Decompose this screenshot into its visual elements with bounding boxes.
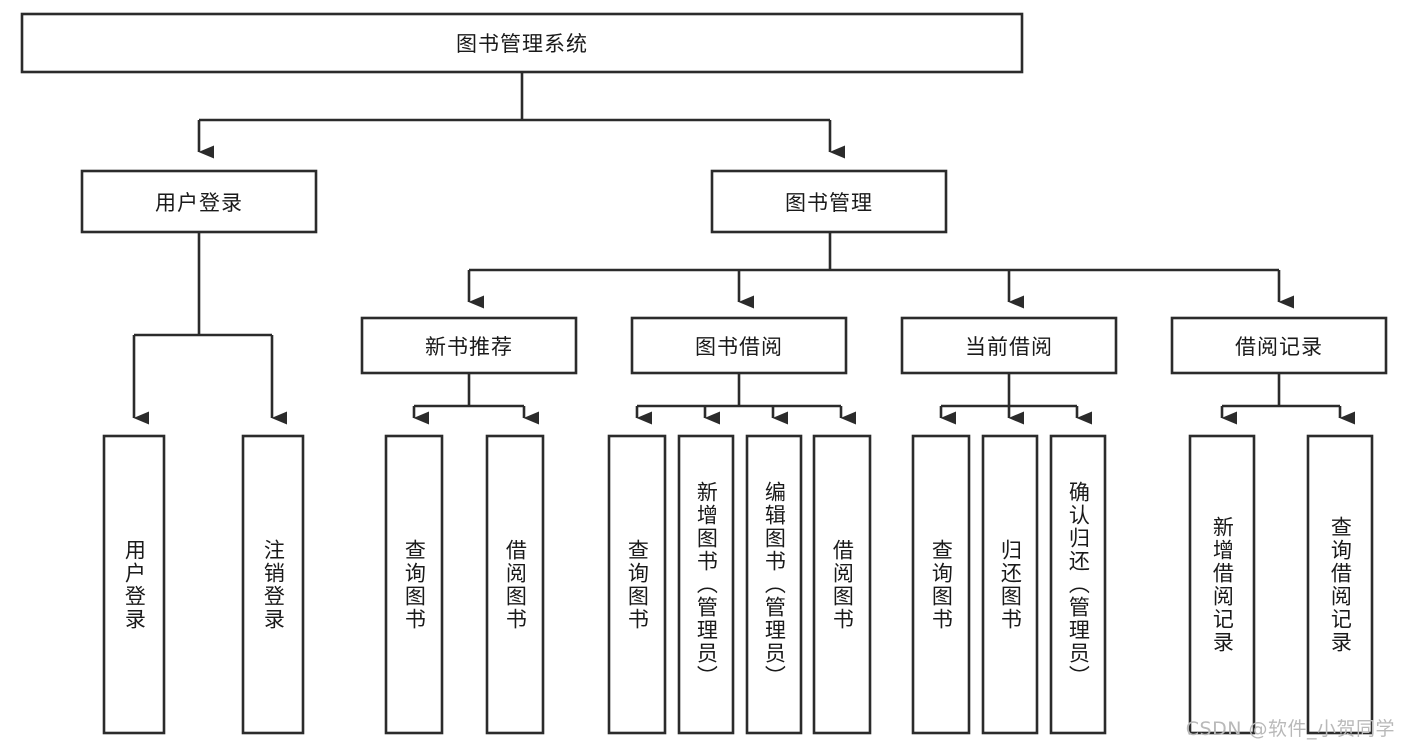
leaf-box-add-borrow-record[interactable] xyxy=(1188,434,1256,735)
node-borrow-record[interactable] xyxy=(1170,316,1388,375)
leaf-box-user-login[interactable] xyxy=(102,434,166,735)
leaf-box-borrow-book-1[interactable] xyxy=(485,434,545,735)
node-book-manage[interactable] xyxy=(710,169,948,234)
leaf-box-confirm-return-admin[interactable] xyxy=(1049,434,1107,735)
leaf-box-query-book-2[interactable] xyxy=(607,434,667,735)
node-root-system[interactable] xyxy=(20,12,1024,74)
leaf-box-edit-book-admin[interactable] xyxy=(745,434,803,735)
leaf-box-borrow-book-2[interactable] xyxy=(812,434,872,735)
watermark-text: CSDN @软件_小贺同学 xyxy=(1185,718,1395,740)
node-user-login[interactable] xyxy=(80,169,318,234)
node-new-book-recommend[interactable] xyxy=(360,316,578,375)
leaf-box-logout[interactable] xyxy=(241,434,305,735)
leaf-box-query-book-1[interactable] xyxy=(384,434,444,735)
leaf-box-add-book-admin[interactable] xyxy=(677,434,735,735)
leaf-box-return-book[interactable] xyxy=(981,434,1039,735)
leaf-box-query-book-3[interactable] xyxy=(911,434,971,735)
leaf-box-query-borrow-record[interactable] xyxy=(1306,434,1374,735)
node-book-borrow[interactable] xyxy=(630,316,848,375)
node-current-borrow[interactable] xyxy=(900,316,1118,375)
